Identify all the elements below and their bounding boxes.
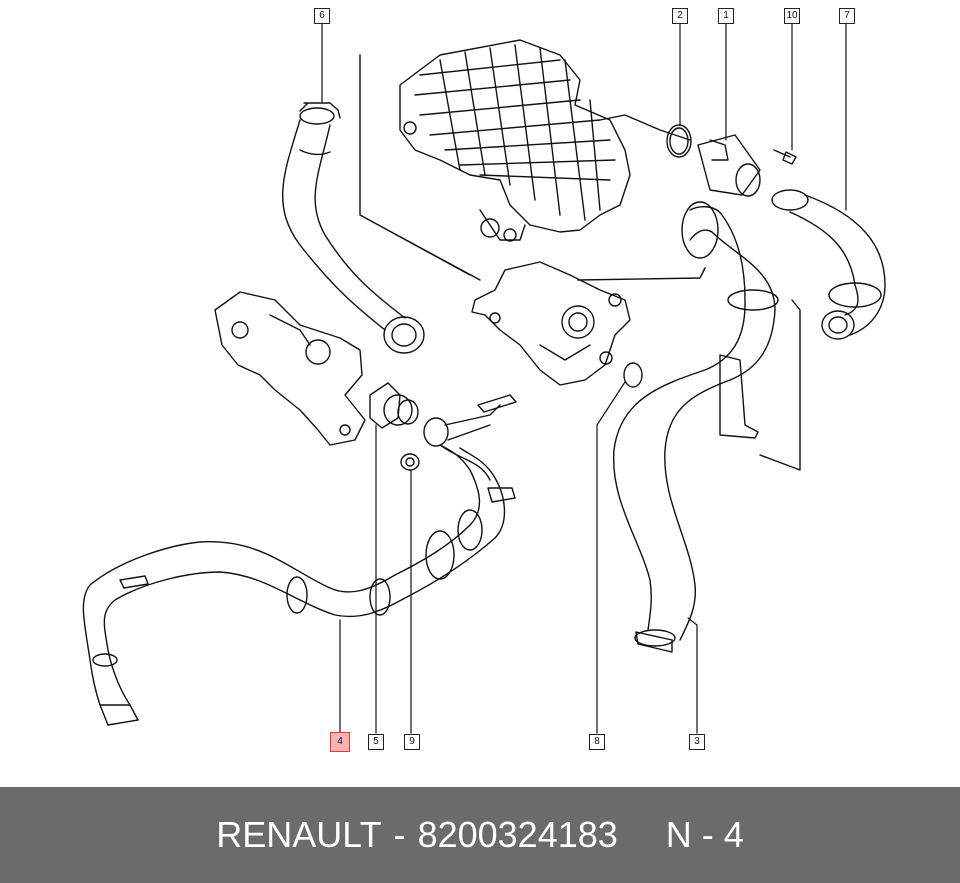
callout-7: 7 (839, 8, 855, 24)
hose-4 (82, 444, 516, 726)
hose-7 (771, 189, 886, 340)
bolt-10 (773, 149, 797, 165)
flange-5 (369, 382, 419, 429)
egr-pipe (423, 394, 517, 481)
position-label: N - 4 (665, 814, 744, 855)
hose-6 (281, 102, 425, 354)
callout-3: 3 (689, 734, 705, 750)
callout-2: 2 (672, 8, 688, 24)
leader-lines (359, 54, 801, 471)
hose-3 (612, 201, 779, 653)
callout-1: 1 (718, 8, 734, 24)
nut-9 (400, 453, 420, 471)
callout-leaders (321, 23, 847, 734)
separator: - (393, 814, 406, 855)
brand-label: RENAULT (216, 814, 382, 855)
intake-manifold (399, 39, 631, 242)
callout-9: 9 (404, 734, 420, 750)
callout-5: 5 (368, 734, 384, 750)
o-ring-2 (666, 124, 692, 158)
callout-8: 8 (589, 734, 605, 750)
parts-diagram (82, 23, 886, 734)
part-number: 8200324183 (417, 814, 618, 855)
egr-valve-housing (214, 291, 366, 446)
part-footer: RENAULT - 8200324183 N - 4 (0, 787, 960, 883)
callout-10: 10 (784, 8, 800, 24)
turbo-housing (471, 261, 631, 386)
callout-6: 6 (314, 8, 330, 24)
sensor-1 (697, 134, 761, 197)
callout-4: 4 (330, 732, 350, 752)
ring-8 (623, 362, 643, 388)
